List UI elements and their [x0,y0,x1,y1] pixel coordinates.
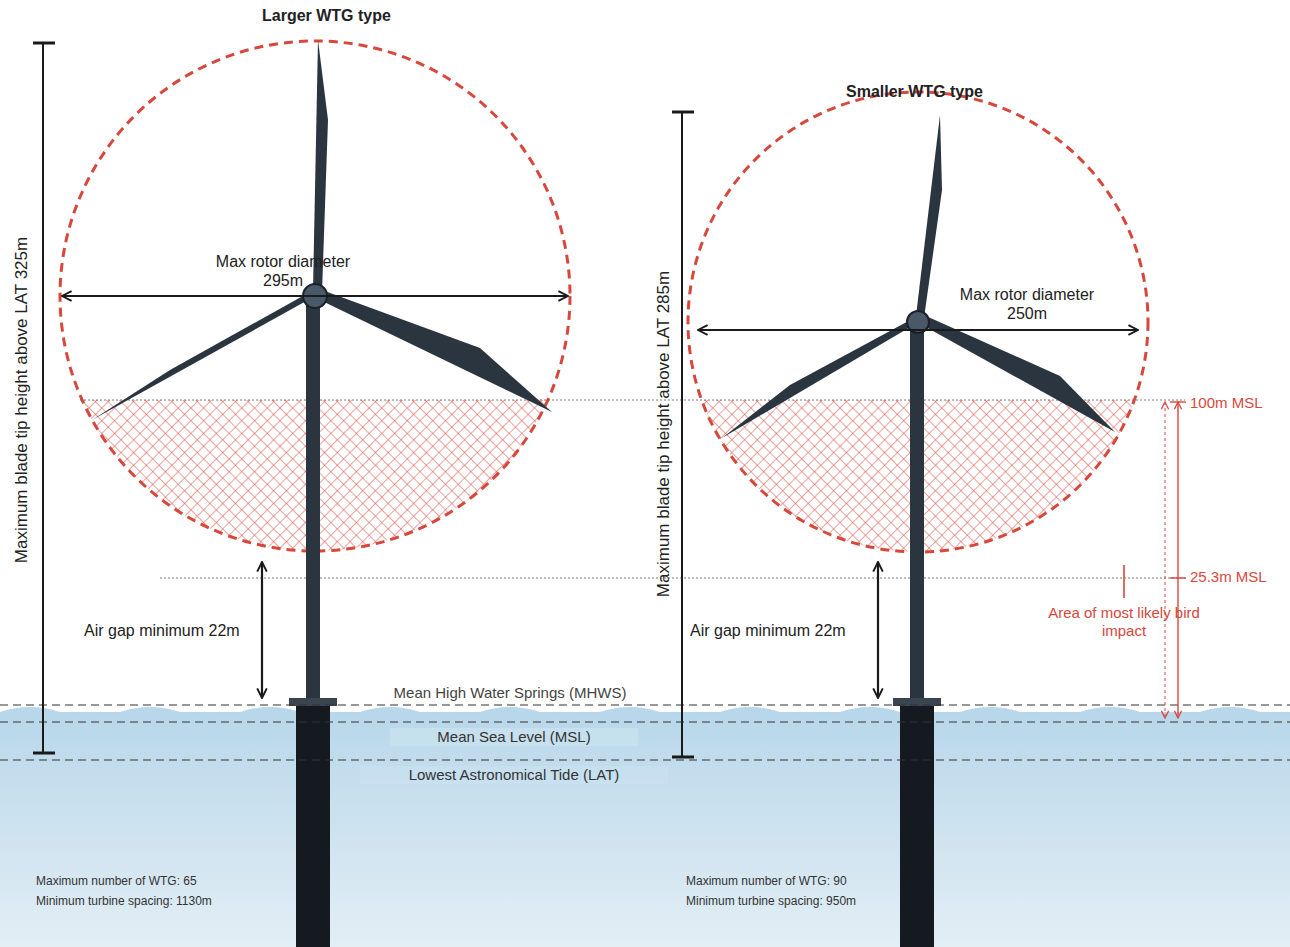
tide-label: Mean Sea Level (MSL) [390,728,638,746]
air-gap-dimension: Air gap minimum 22m [84,621,240,640]
air-gap-dimension: Air gap minimum 22m [690,621,846,640]
height-dimension: Maximum blade tip height above LAT 285m [654,271,674,597]
height-dimension: Maximum blade tip height above LAT 325m [12,237,32,563]
rotor-dimension: Max rotor diameter 295m [208,252,358,290]
level-label: 25.3m MSL [1190,568,1267,586]
spec-note: Minimum turbine spacing: 950m [686,894,856,908]
spec-note: Minimum turbine spacing: 1130m [36,894,212,908]
spec-note: Maximum number of WTG: 65 [36,874,197,888]
tide-label: Lowest Astronomical Tide (LAT) [360,766,668,784]
spec-note: Maximum number of WTG: 90 [686,874,847,888]
level-label: 100m MSL [1190,394,1263,412]
tide-label: Mean High Water Springs (MHWS) [390,684,630,702]
turbine-heading: Larger WTG type [262,6,391,25]
zone-label: Area of most likely bird impact [1044,604,1204,640]
turbine-heading: Smaller WTG type [846,82,983,101]
rotor-dimension: Max rotor diameter 250m [952,285,1102,323]
